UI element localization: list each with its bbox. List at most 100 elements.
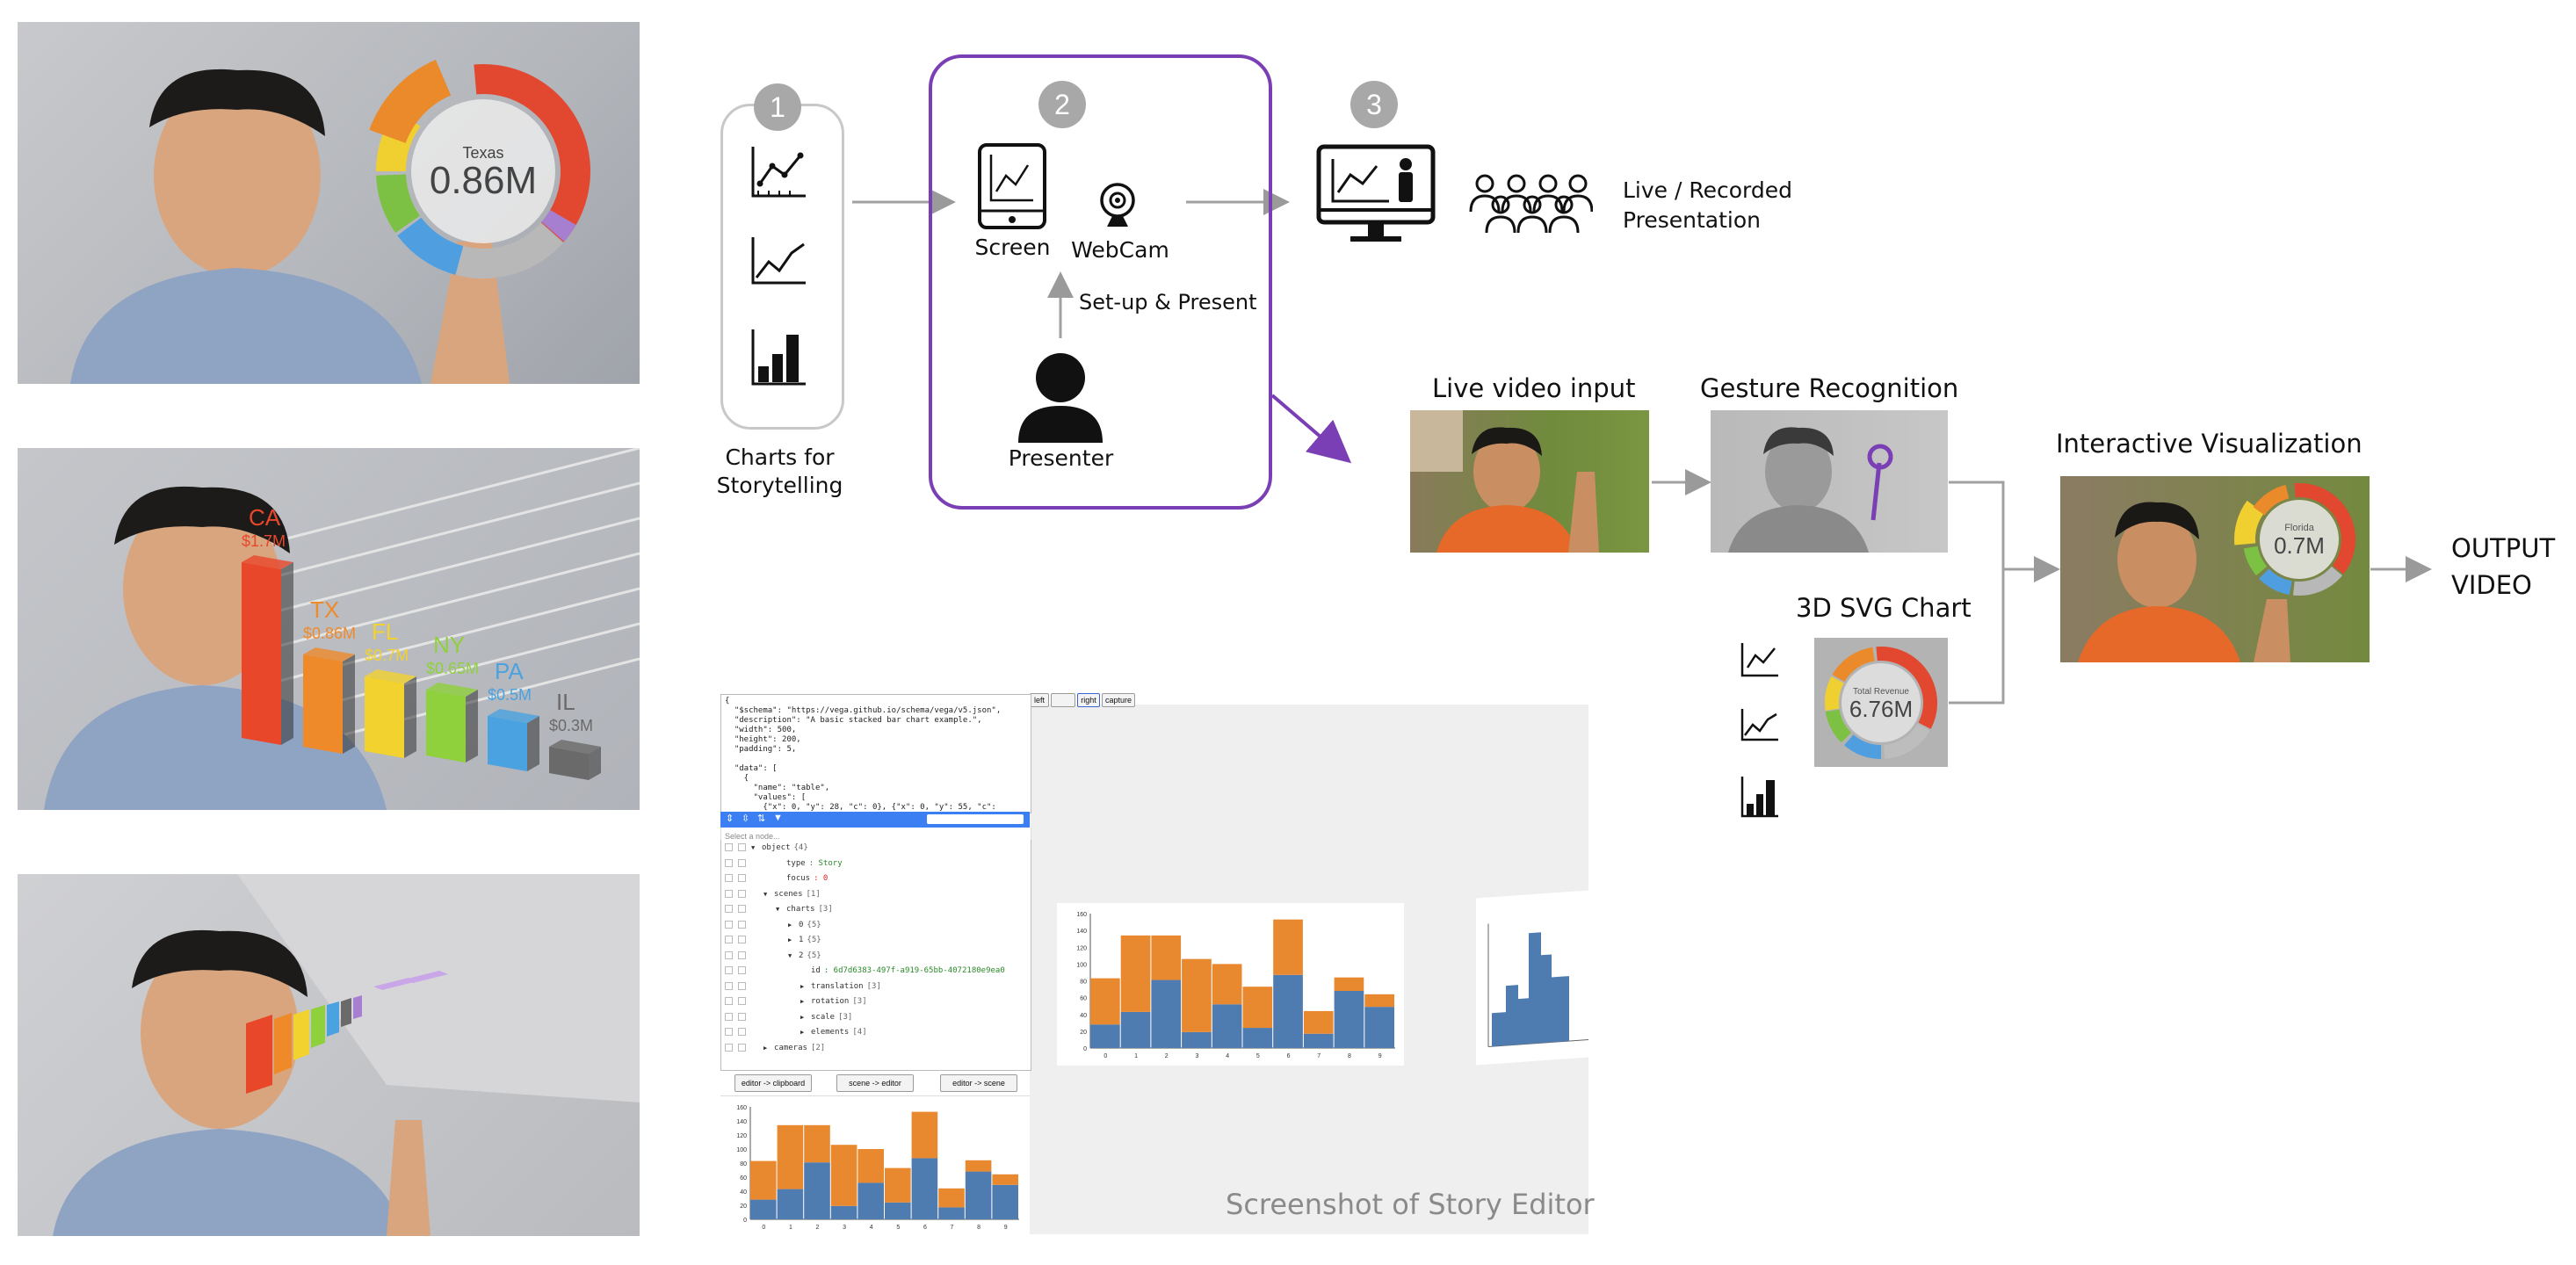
bar-3d-top [426,683,478,697]
drag-handle-icon[interactable] [725,858,733,867]
tree-node-row[interactable]: ▶cameras[2] [725,1043,825,1052]
context-menu-icon[interactable] [738,905,746,913]
bar-3d-top [303,647,355,661]
bar-3d-value: $0.7M [365,647,409,664]
context-menu-icon[interactable] [738,920,746,929]
editor-capture-button[interactable]: capture [1102,693,1135,707]
drag-handle-icon[interactable] [725,997,733,1005]
tree-expand-icon[interactable]: ▼ [788,951,792,959]
tree-node-key: charts [786,905,815,914]
tree-node-row[interactable]: ▼object{4} [725,843,808,852]
editor-left-button[interactable]: left [1030,693,1049,707]
tree-node-value: {4} [793,843,808,852]
editor-to-scene-button[interactable]: editor -> scene [940,1074,1017,1092]
bar-3d-side [466,690,478,763]
scene-to-editor-button[interactable]: scene -> editor [836,1074,914,1092]
context-menu-icon[interactable] [738,997,746,1005]
context-menu-icon[interactable] [738,981,746,990]
editor-to-clipboard-button[interactable]: editor -> clipboard [734,1074,812,1092]
tree-expand-icon[interactable]: ▶ [800,1029,805,1036]
drag-handle-icon[interactable] [725,905,733,913]
filter-icon[interactable]: ▼ [773,813,783,823]
tree-node-row[interactable]: ▶0{5} [725,920,821,929]
context-menu-icon[interactable] [738,1012,746,1021]
sort-icon[interactable]: ⇅ [757,813,766,824]
tree-node-value: {5} [807,936,821,944]
tree-node-row[interactable]: ▼2{5} [725,951,821,960]
stacked-bar-segment [750,1160,777,1200]
donut-florida-value: 0.7M [2274,532,2325,559]
x-tick-label: 1 [1134,1053,1138,1059]
context-menu-icon[interactable] [738,1043,746,1052]
tree-node-row[interactable]: ▼scenes[1] [725,889,821,899]
drag-handle-icon[interactable] [725,874,733,882]
drag-handle-icon[interactable] [725,1012,733,1021]
tree-node-key: rotation [811,997,850,1006]
context-menu-icon[interactable] [738,936,746,943]
bar-3d-front [303,654,343,754]
tree-search-input[interactable] [927,814,1024,824]
context-menu-icon[interactable] [738,858,746,867]
tree-node-row[interactable]: id: 6d7d6383-497f-a919-65bb-4072180e9ea0 [725,966,1005,975]
tree-expand-icon[interactable]: ▶ [800,1013,805,1021]
editor-blank-button[interactable] [1051,693,1075,707]
drag-handle-icon[interactable] [725,981,733,990]
context-menu-icon[interactable] [738,966,746,974]
tree-node-row[interactable]: ▶scale[3] [725,1012,852,1022]
drag-handle-icon[interactable] [725,936,733,943]
expand-all-icon[interactable]: ⇕ [726,813,734,824]
tree-node-row[interactable]: type: Story [725,858,843,868]
tree-expand-icon[interactable]: ▶ [763,1044,768,1052]
editor-right-button[interactable]: right [1077,693,1100,707]
tree-node-row[interactable]: ▼charts[3] [725,905,833,914]
tree-node-row[interactable]: ▶translation[3] [725,981,881,991]
donut-florida-name: Florida [2284,523,2315,533]
tree-node-row[interactable]: ▶1{5} [725,936,821,944]
tree-expand-icon[interactable]: ▶ [788,936,792,943]
x-tick-label: 6 [923,1225,927,1231]
audience-icon [1469,174,1593,234]
interactive-visualization-thumbnail: Florida 0.7M [2060,476,2370,662]
charts-for-storytelling-label-2: Storytelling [716,473,843,498]
tree-expand-icon[interactable]: ▼ [776,906,780,913]
bar-3d-top [242,555,293,569]
drag-handle-icon[interactable] [725,966,733,974]
tree-expand-icon[interactable]: ▶ [788,921,792,929]
drag-handle-icon[interactable] [725,889,733,898]
context-menu-icon[interactable] [738,951,746,959]
y-tick-label: 140 [1076,929,1087,935]
drag-handle-icon[interactable] [725,1028,733,1036]
json-code-panel[interactable]: { "$schema": "https://vega.github.io/sch… [720,694,1031,813]
tree-node-row[interactable]: ▶elements[4] [725,1028,867,1037]
setup-box [929,54,1272,510]
x-tick-label: 2 [1165,1053,1169,1059]
drag-handle-icon[interactable] [725,951,733,959]
context-menu-icon[interactable] [738,889,746,898]
context-menu-icon[interactable] [738,1028,746,1036]
context-menu-icon[interactable] [738,874,746,882]
collapse-all-icon[interactable]: ⇳ [742,813,750,824]
drag-handle-icon[interactable] [725,843,733,851]
context-menu-icon[interactable] [738,843,746,851]
stacked-bar-segment [911,1158,938,1219]
drag-handle-icon[interactable] [725,920,733,929]
json-code-line: "name": "table", [725,784,830,792]
drag-handle-icon[interactable] [725,1043,733,1052]
stacked-bar-segment [857,1149,884,1183]
svg-chart-3d-thumbnail: Total Revenue 6.76M [1814,638,1948,767]
select-node-field[interactable]: Select a node... [720,828,1031,841]
tree-node-row[interactable]: ▶rotation[3] [725,997,867,1006]
tree-expand-icon[interactable]: ▼ [763,890,768,898]
tree-expand-icon[interactable]: ▶ [800,998,805,1005]
bar-3d-top [549,740,601,754]
stacked-bar-segment [777,1124,804,1189]
donut-total-revenue-value: 6.76M [1849,696,1913,722]
tree-node-value: : 0 [814,874,829,883]
stacked-bar-segment [965,1171,992,1219]
tree-expand-icon[interactable]: ▼ [751,844,756,851]
tree-node-row[interactable]: focus: 0 [725,874,828,883]
tree-expand-icon[interactable]: ▶ [800,982,805,990]
